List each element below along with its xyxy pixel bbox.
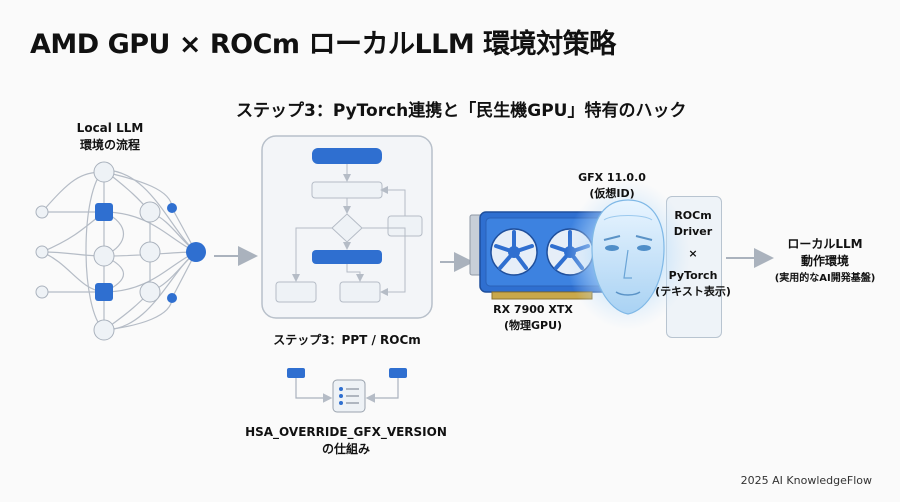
network-node [35, 285, 49, 299]
face-mask-icon [566, 180, 690, 330]
network-edge [103, 169, 197, 253]
gfx-version: GFX 11.0.0 [578, 171, 646, 184]
output-note: (実用的なAI開発基盤) [774, 273, 876, 284]
network-node [139, 241, 161, 263]
gpu-note: (物理GPU) [503, 319, 563, 332]
llm-network-graph [41, 169, 197, 331]
page-title: AMD GPU × ROCm ローカルLLM 環境対策略 [30, 29, 616, 60]
network-small-node [167, 293, 177, 303]
network-nodes [35, 161, 206, 341]
network-chip-node [95, 283, 113, 301]
network-edge [85, 169, 105, 331]
output-line2: 動作環境 [800, 254, 849, 268]
flowchart-end-node [275, 281, 317, 303]
document-list-icon [332, 379, 366, 413]
network-edge [103, 171, 173, 209]
network-node [35, 245, 49, 259]
output-line1: ローカルLLM [787, 237, 863, 251]
network-edge [103, 297, 173, 331]
flowchart-start-node [312, 148, 382, 164]
network-label-line1: Local LLM [76, 121, 144, 135]
driver-rocm: ROCm [674, 209, 712, 222]
gfx-label: GFX 11.0.0 (仮想ID) [562, 170, 662, 202]
driver-note: (テキスト表示) [655, 285, 731, 298]
footer-credit: 2025 AI KnowledgeFlow [740, 474, 872, 487]
cpu-chip-icon [389, 368, 407, 378]
driver-pytorch: PyTorch [668, 269, 718, 282]
gpu-name: RX 7900 XTX [493, 303, 573, 316]
driver-driver: Driver [673, 225, 713, 238]
flowchart-process-node [311, 181, 383, 199]
network-label-line2: 環境の流程 [79, 138, 140, 152]
network-small-node [167, 203, 177, 213]
network-edge [41, 211, 105, 253]
flowchart-action-node [312, 250, 382, 264]
flowchart-end-node [339, 281, 381, 303]
gfx-note: (仮想ID) [589, 187, 635, 200]
driver-times: × [688, 247, 698, 260]
network-node [93, 319, 115, 341]
driver-label: ROCm Driver × PyTorch (テキスト表示) [643, 208, 743, 300]
network-chip-node [95, 203, 113, 221]
network-output-node [186, 242, 206, 262]
network-edge [41, 171, 105, 213]
network-node [93, 161, 115, 183]
cpu-chip-icon [287, 368, 305, 378]
network-node [139, 281, 161, 303]
hsa-line2: の仕組み [321, 442, 370, 456]
network-label: Local LLM 環境の流程 [60, 120, 160, 154]
output-label: ローカルLLM 動作環境 (実用的なAI開発基盤) [760, 236, 890, 287]
step-subtitle: ステップ3：PyTorch連携と「民生機GPU」特有のハック [236, 101, 687, 121]
network-node [93, 245, 115, 267]
step3-ppt-label: ステップ3：PPT / ROCm [273, 333, 421, 347]
network-node [35, 205, 49, 219]
network-node [139, 201, 161, 223]
hsa-line1: HSA_OVERRIDE_GFX_VERSION [245, 425, 447, 439]
gpu-label: RX 7900 XTX (物理GPU) [478, 302, 588, 334]
flowchart-panel [261, 135, 433, 319]
hsa-mechanism-diagram [287, 368, 407, 413]
hsa-label: HSA_OVERRIDE_GFX_VERSION の仕組み [226, 424, 466, 458]
